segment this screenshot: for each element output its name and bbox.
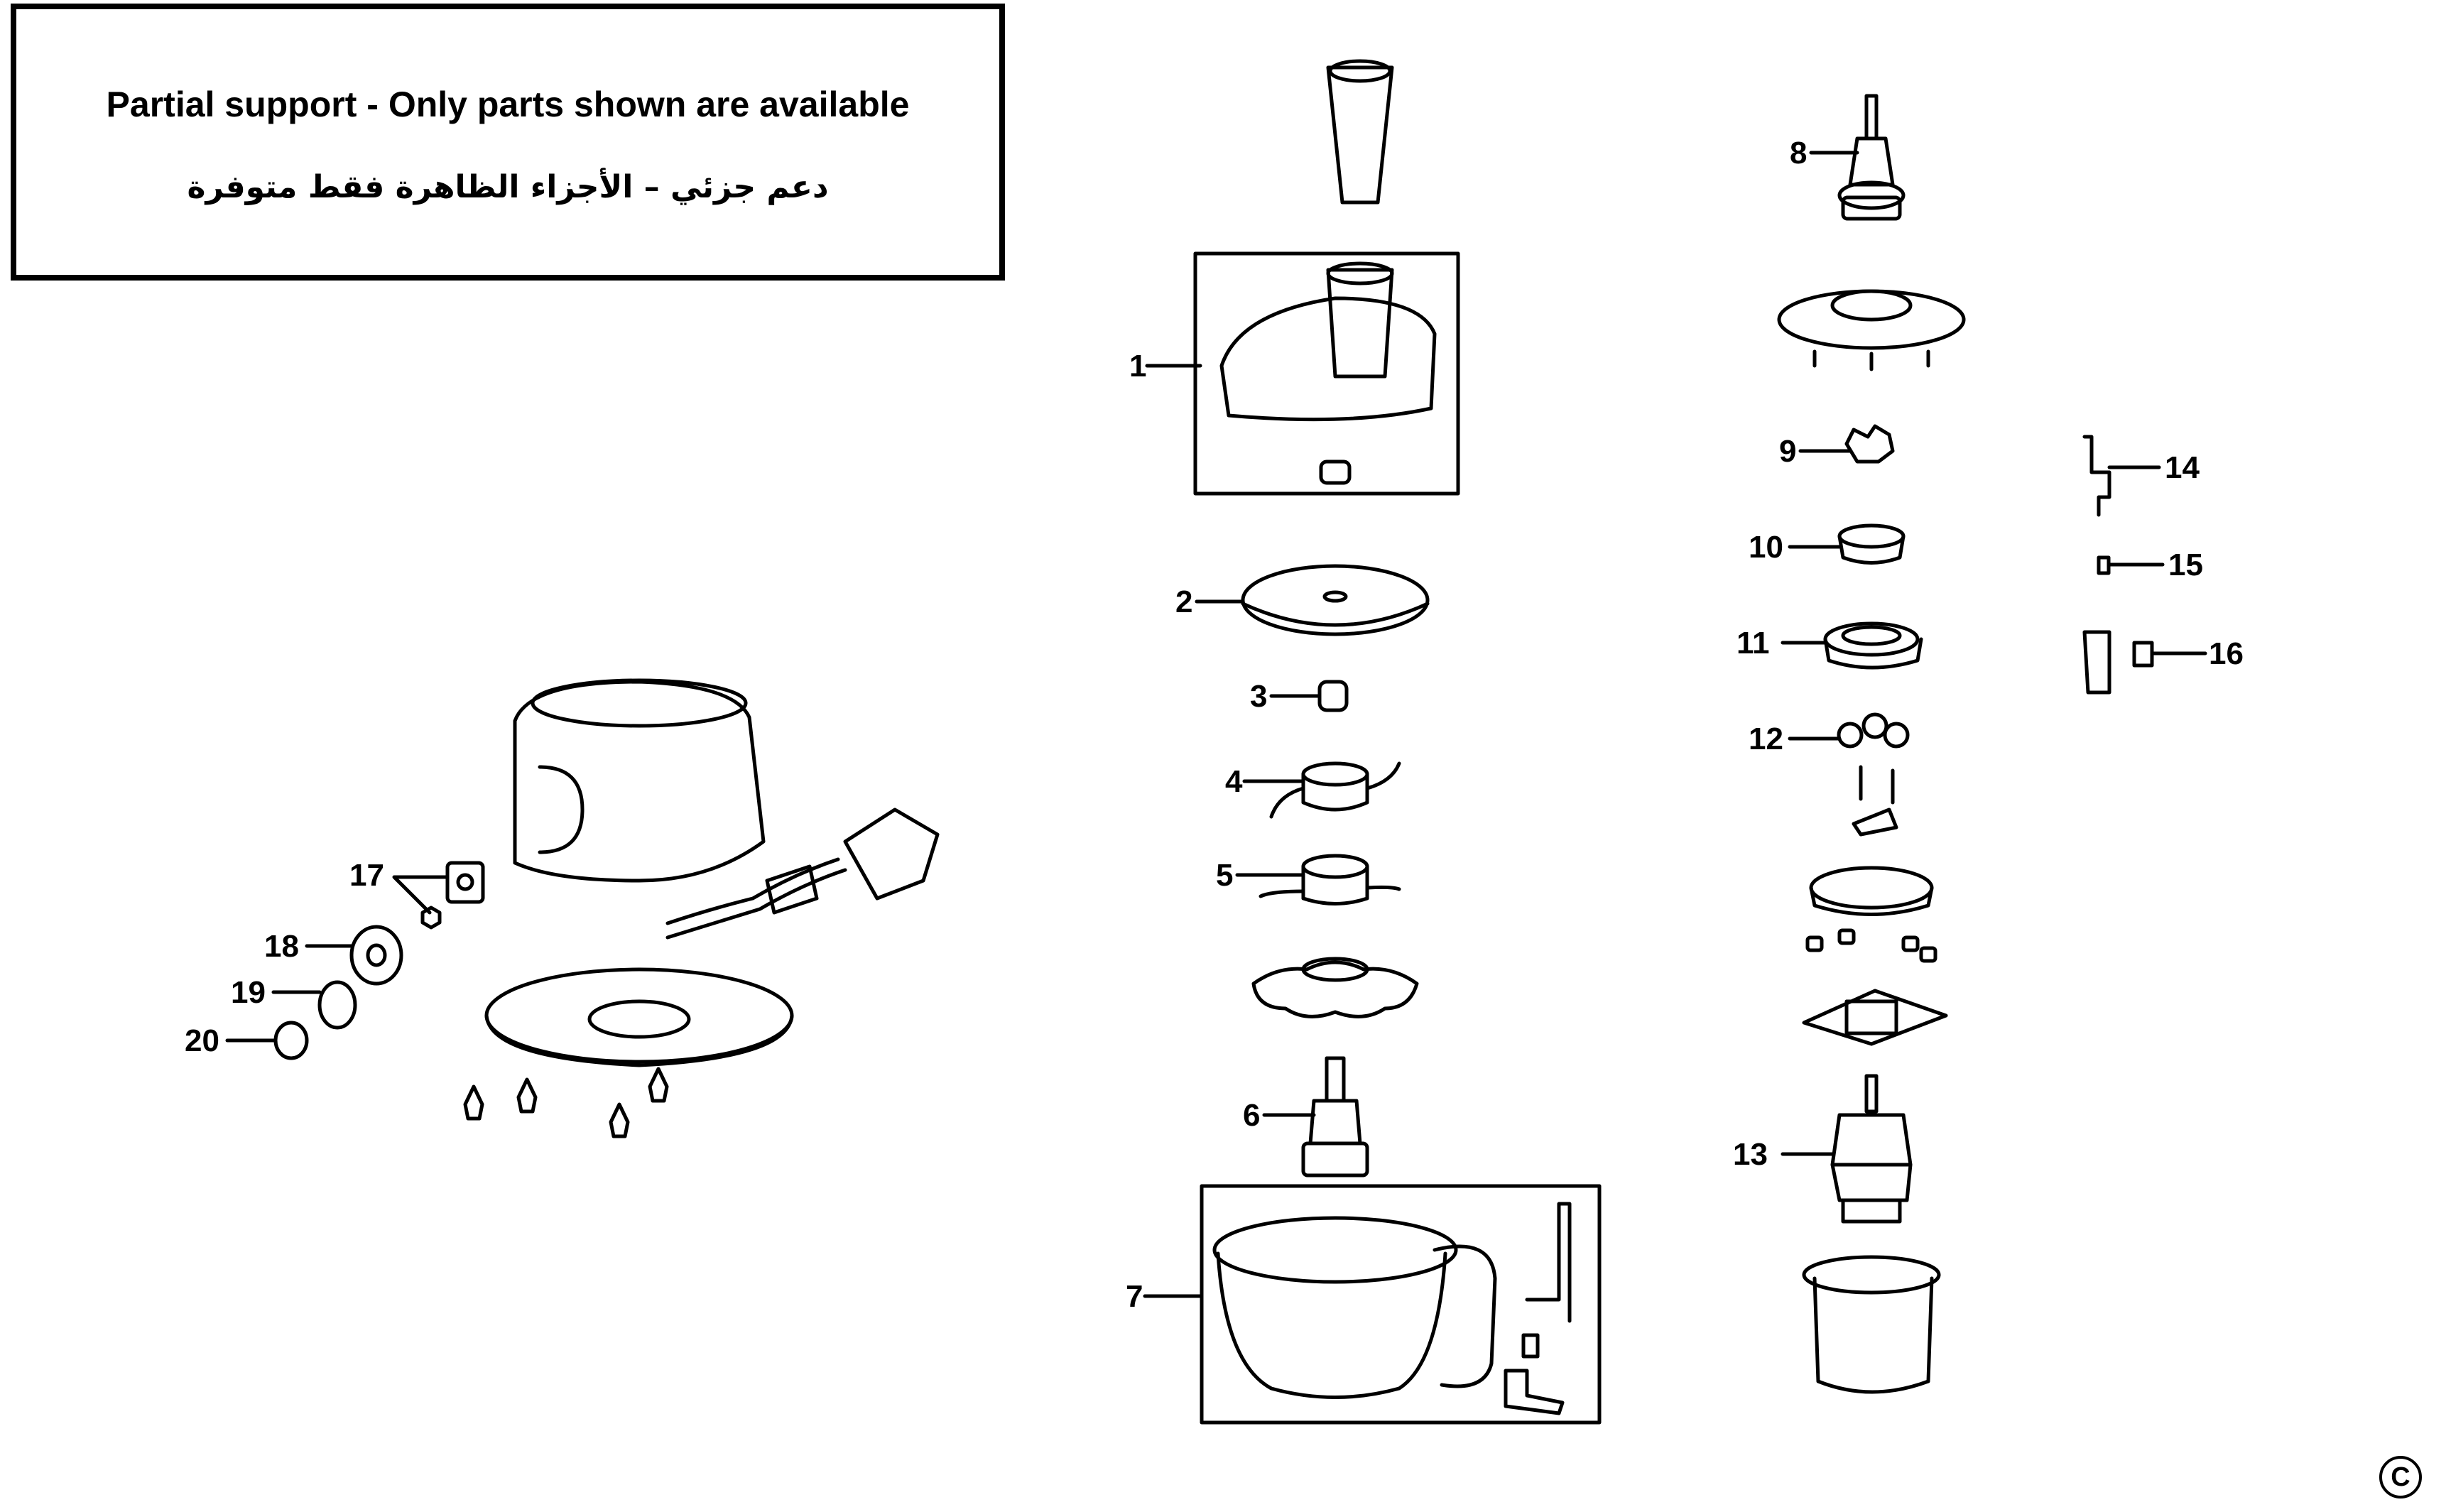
part-label-14: 14 <box>2165 450 2200 485</box>
part-label-15: 15 <box>2168 548 2203 582</box>
part-15-spring <box>2097 555 2111 575</box>
part-14-lever <box>2082 435 2111 517</box>
notice-arabic-text: دعم جزئي – الأجزاء الظاهرة فقط متوفرة <box>187 169 829 205</box>
copyright-mark: C <box>2379 1456 2422 1499</box>
part-4-dough-blade <box>1269 761 1401 819</box>
part-11-ring-gear <box>1823 621 1923 670</box>
part-label-13: 13 <box>1733 1137 1768 1172</box>
part-label-10: 10 <box>1749 530 1783 565</box>
part-label-19: 19 <box>231 975 266 1010</box>
part-label-8: 8 <box>1790 136 1807 170</box>
partial-support-notice: Partial support - Only parts shown are a… <box>11 4 1005 281</box>
part-12-gears <box>1837 712 1910 837</box>
part-6-drive-shaft <box>1301 1056 1369 1177</box>
part-19-knob <box>317 980 357 1030</box>
leader-lines <box>225 151 2207 1298</box>
power-cord-plug <box>665 807 940 940</box>
part-label-17: 17 <box>349 858 384 893</box>
part-label-7: 7 <box>1126 1279 1143 1314</box>
part-label-11: 11 <box>1736 626 1770 660</box>
wavy-disc <box>1251 957 1419 1018</box>
part-label-20: 20 <box>185 1023 219 1058</box>
notice-english-text: Partial support - Only parts shown are a… <box>106 85 910 124</box>
part-label-3: 3 <box>1250 679 1267 714</box>
part-5-chopping-blade <box>1259 854 1401 905</box>
part-label-5: 5 <box>1216 858 1233 893</box>
motor-can <box>1802 1255 1941 1394</box>
part-8-spindle <box>1837 94 1906 221</box>
part-9-gear <box>1844 424 1895 464</box>
part-3-coupler <box>1317 680 1349 712</box>
gear-plate <box>1777 289 1966 371</box>
part-13-motor-unit <box>1830 1074 1913 1224</box>
part-label-2: 2 <box>1175 584 1192 619</box>
part-17-switch-nut <box>420 861 485 930</box>
part-label-9: 9 <box>1779 434 1796 469</box>
part-10-ring <box>1837 523 1906 565</box>
part-20-cap <box>273 1021 309 1060</box>
base-feet <box>463 1067 669 1138</box>
part-label-12: 12 <box>1749 722 1783 756</box>
gearbox-housing <box>1802 866 1948 1046</box>
part-label-18: 18 <box>264 929 299 964</box>
part-number-labels: 1 2 3 4 5 6 7 8 9 10 11 12 13 14 15 16 1… <box>185 136 2244 1314</box>
feed-tube-pusher <box>1326 59 1394 205</box>
part-2-disc <box>1241 564 1430 636</box>
part-18-knob-disc <box>349 925 403 986</box>
base-plate <box>484 967 794 1067</box>
motor-base-housing <box>513 678 766 883</box>
part-label-6: 6 <box>1243 1098 1260 1133</box>
part-label-16: 16 <box>2209 636 2244 671</box>
part-16-switch <box>2082 630 2154 695</box>
part-1-lid-group <box>1193 251 1460 496</box>
part-label-1: 1 <box>1129 349 1146 384</box>
part-7-bowl-group <box>1200 1184 1602 1425</box>
part-label-4: 4 <box>1225 764 1243 799</box>
